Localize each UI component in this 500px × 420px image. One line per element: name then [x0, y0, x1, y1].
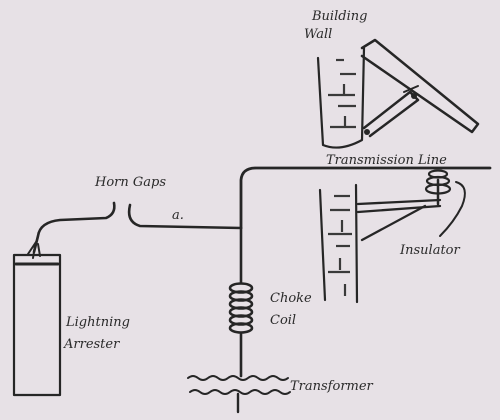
choke-coil-icon — [228, 226, 254, 378]
choke-coil-label-line2: Coil — [270, 313, 296, 328]
transformer-icon — [187, 375, 291, 414]
insulator-icon — [424, 169, 466, 237]
lightning-arrester-label-line1: Lightning — [65, 315, 130, 330]
building-wall-label-line1: Building — [311, 9, 367, 24]
lightning-arrester-box — [12, 253, 62, 397]
choke-coil-label-line1: Choke — [270, 291, 312, 306]
branch-wire — [127, 203, 243, 230]
upper-building-wall — [316, 46, 366, 149]
transformer-label: Transformer — [290, 379, 374, 394]
building-wall-label-line2: Wall — [304, 27, 332, 42]
upper-wall-bracket — [360, 38, 480, 138]
transmission-line-wire — [239, 166, 492, 230]
lightning-arrester-label-line2: Arrester — [63, 337, 120, 352]
insulator-bracket — [356, 178, 442, 242]
insulator-label: Insulator — [399, 243, 461, 258]
gap-marker-label: a. — [172, 208, 184, 223]
transmission-line-label: Transmission Line — [326, 153, 447, 168]
horn-gaps-label: Horn Gaps — [94, 175, 166, 190]
horn-gap-icon — [27, 201, 116, 259]
lower-building-wall — [318, 183, 359, 304]
